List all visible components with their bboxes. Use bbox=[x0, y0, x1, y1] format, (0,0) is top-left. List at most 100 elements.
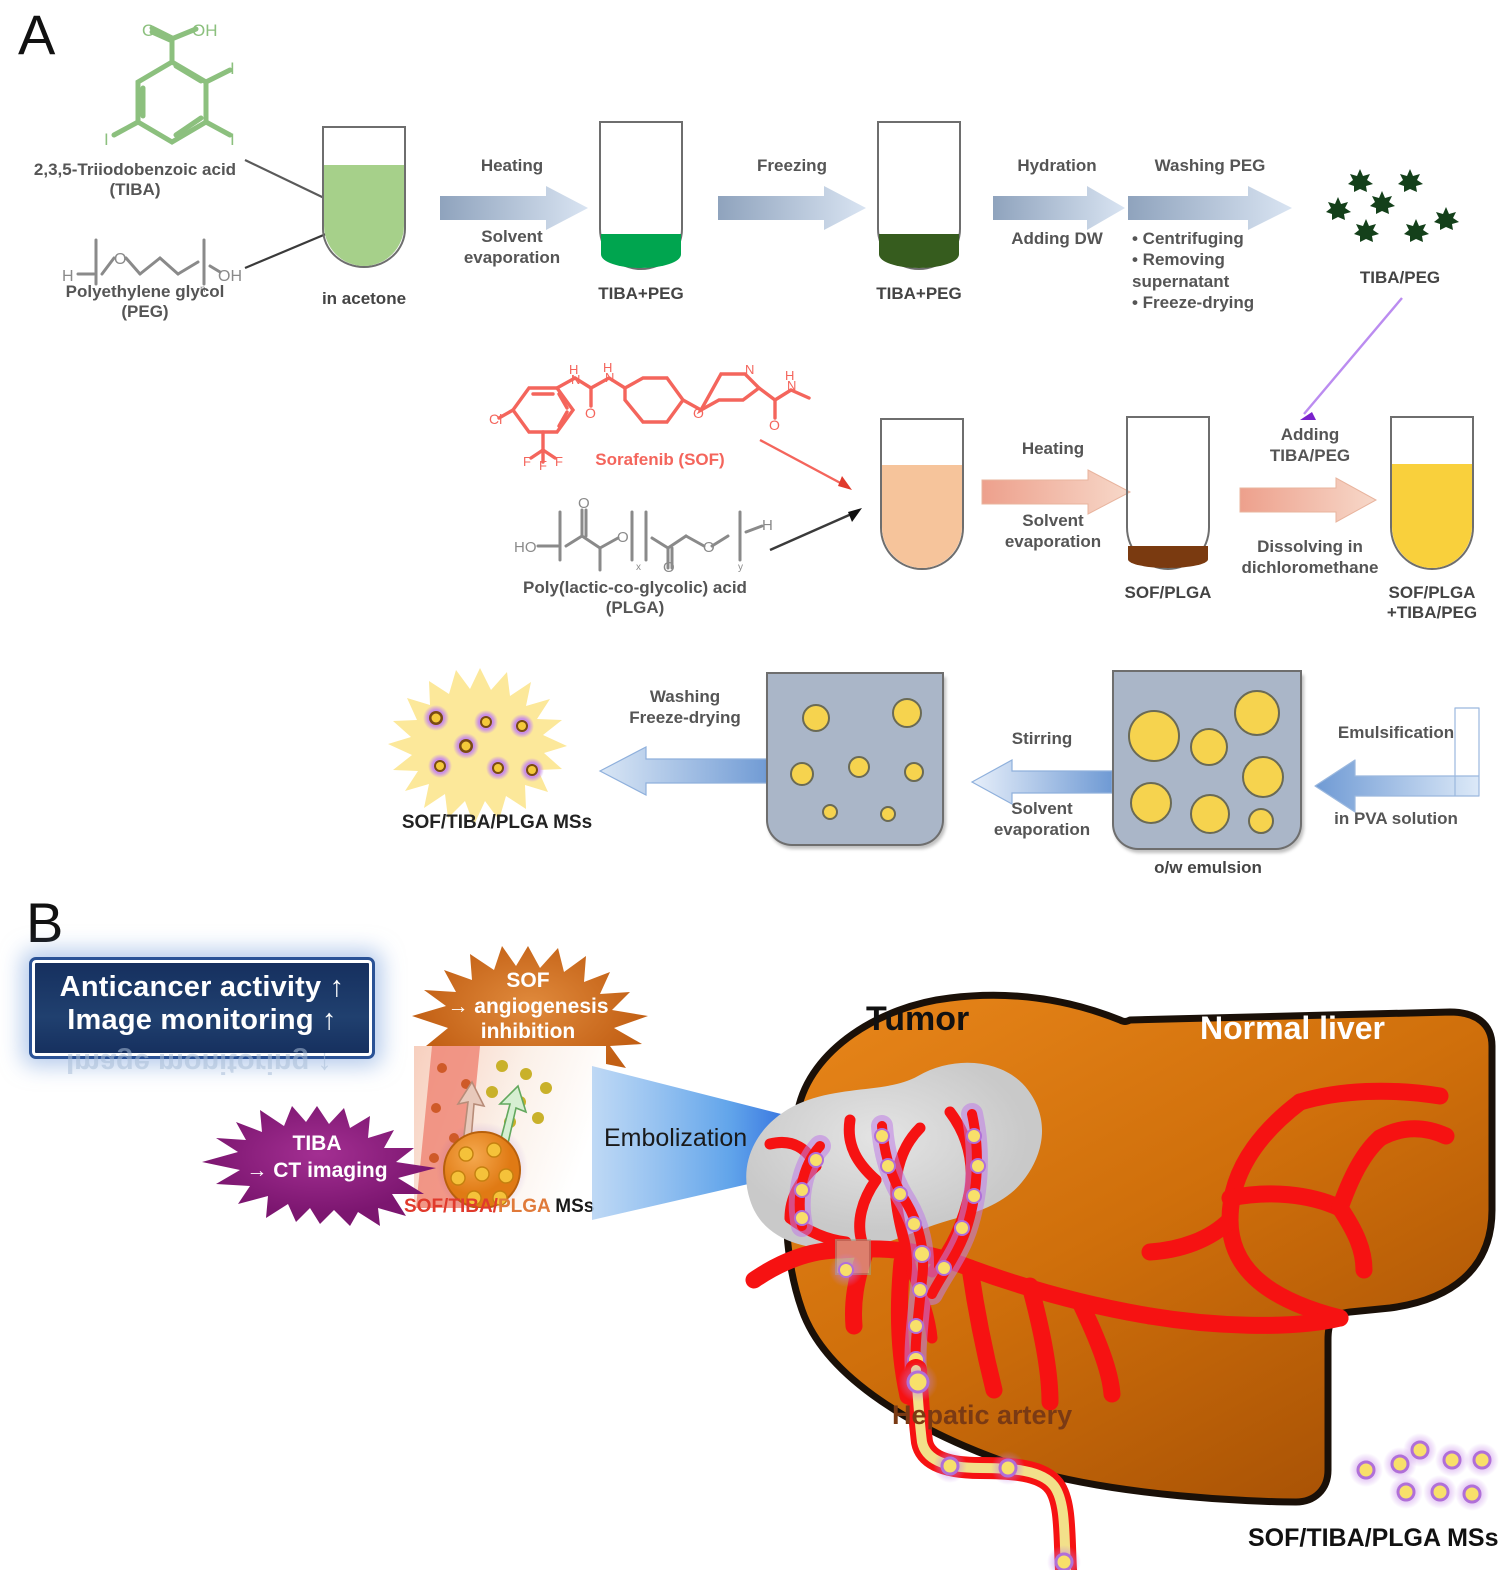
plga-structure: HO O O O O H x y bbox=[500, 492, 800, 576]
tube-glass bbox=[877, 121, 961, 270]
step-washing-freeze-drying: Washing Freeze-drying bbox=[600, 686, 770, 729]
droplet bbox=[904, 762, 924, 782]
label-l2: +TIBA/PEG bbox=[1386, 602, 1478, 622]
ms-inset-label-a: SOF/TIBA/ bbox=[404, 1196, 498, 1217]
step-heating-bottom-l1: Solvent bbox=[481, 227, 543, 246]
tube-tiba-peg-2 bbox=[877, 121, 961, 270]
step-washing-peg-top: Washing PEG bbox=[1154, 156, 1266, 175]
tube-fill bbox=[1392, 464, 1472, 568]
tiba-burst bbox=[192, 1100, 442, 1228]
step-heating2-top: Heating bbox=[1021, 439, 1085, 458]
svg-text:O: O bbox=[585, 405, 596, 421]
svg-text:y: y bbox=[738, 562, 743, 573]
bullet-removing: • Removing bbox=[1132, 250, 1225, 270]
peg-name-line1: Polyethylene glycol bbox=[65, 282, 225, 301]
plga-feed-arrow bbox=[769, 500, 880, 560]
arrow-heating bbox=[440, 186, 588, 238]
step-heating-bottom-l2: evaporation bbox=[463, 248, 561, 268]
tiba-name: 2,3,5-Triiodobenzoic acid (TIBA) bbox=[10, 160, 260, 201]
tube-acetone-label: in acetone bbox=[321, 289, 407, 308]
svg-text:O: O bbox=[578, 495, 590, 512]
bottom-ms-label: SOF/TIBA/PLGA MSs bbox=[1248, 1524, 1499, 1552]
svg-text:x: x bbox=[636, 562, 641, 573]
svg-text:O: O bbox=[663, 559, 675, 576]
tube-sof-plga-label: SOF/PLGA bbox=[1124, 583, 1212, 602]
svg-text:I: I bbox=[104, 130, 109, 149]
droplet bbox=[1234, 690, 1280, 736]
tube-fill bbox=[324, 165, 404, 266]
bullet-supernatant: supernatant bbox=[1132, 271, 1230, 291]
svg-text:F: F bbox=[523, 454, 531, 469]
label-l1: SOF/PLGA bbox=[1388, 583, 1476, 602]
svg-text:H: H bbox=[785, 368, 794, 383]
svg-text:HO: HO bbox=[514, 539, 537, 556]
adding-l2: TIBA/PEG bbox=[1269, 446, 1351, 466]
liver-anatomy bbox=[650, 950, 1504, 1570]
ow-emulsion-label: o/w emulsion bbox=[1154, 858, 1262, 877]
tube-acetone bbox=[322, 126, 406, 268]
svg-text:OH: OH bbox=[218, 268, 242, 285]
svg-text:F: F bbox=[539, 458, 547, 473]
plga-name-line1: Poly(lactic-co-glycolic) acid bbox=[523, 578, 747, 597]
normal-liver-label: Normal liver bbox=[1200, 1010, 1385, 1046]
free-microspheres-cluster bbox=[1348, 1430, 1504, 1520]
tube-rim bbox=[599, 121, 683, 123]
tube-rim bbox=[877, 121, 961, 123]
stir-l2: evaporation bbox=[993, 820, 1091, 840]
embolization-label: Embolization bbox=[604, 1124, 748, 1152]
plga-name: Poly(lactic-co-glycolic) acid (PLGA) bbox=[485, 578, 785, 619]
tiba-structure: O OH I I I bbox=[60, 21, 270, 160]
step-hydration-bottom: Adding DW bbox=[1011, 229, 1103, 248]
tiba-peg-particles bbox=[1320, 168, 1480, 263]
plga-name-line2: (PLGA) bbox=[605, 598, 665, 618]
wfd-l1: Washing bbox=[649, 687, 721, 706]
beaker-ow-emulsion bbox=[1112, 670, 1302, 850]
svg-text:N: N bbox=[571, 372, 580, 387]
tube-fill bbox=[1128, 546, 1208, 568]
svg-text:H: H bbox=[62, 268, 74, 285]
svg-text:I: I bbox=[230, 130, 235, 149]
ms-particles-cluster bbox=[414, 700, 554, 800]
svg-text:O: O bbox=[114, 251, 126, 268]
sorafenib-structure: H N H N O Cl F F F O N O H N bbox=[489, 358, 825, 473]
svg-text:N: N bbox=[745, 362, 754, 377]
step-emulsification-top: Emulsification bbox=[1337, 723, 1455, 742]
step-hydration-top: Hydration bbox=[1017, 156, 1097, 175]
sof-burst-l1: SOF bbox=[506, 969, 550, 992]
sof-burst-l3: inhibition bbox=[480, 1020, 576, 1044]
beaker-rim bbox=[766, 672, 944, 674]
step-heating2-bottom-l1: Solvent bbox=[1022, 511, 1084, 530]
svg-text:N: N bbox=[605, 370, 614, 385]
arrow-freezing bbox=[718, 186, 866, 238]
bullet-freeze-drying: • Freeze-drying bbox=[1132, 292, 1255, 312]
hepatic-artery-label: Hepatic artery bbox=[892, 1400, 1073, 1430]
svg-text:F: F bbox=[555, 454, 563, 469]
tumor-label: Tumor bbox=[866, 1000, 970, 1038]
tube-rim bbox=[1390, 416, 1474, 418]
step-adding-tiba-peg-top: Adding TIBA/PEG bbox=[1240, 424, 1380, 467]
peg-structure: H O OH n bbox=[52, 232, 252, 295]
beaker-rim bbox=[1112, 670, 1302, 672]
tube-rim bbox=[880, 418, 964, 420]
droplet bbox=[892, 698, 922, 728]
benefits-box: Anticancer activity ↑ Image monitoring ↑ bbox=[29, 957, 375, 1059]
tube-glass bbox=[1126, 416, 1210, 570]
tiba-burst-text: TIBA → CT imaging bbox=[210, 1130, 424, 1185]
sorafenib-name: Sorafenib (SOF) bbox=[595, 450, 725, 469]
tiba-burst-l1: TIBA bbox=[292, 1132, 342, 1155]
tiba-peg-transfer-arrow bbox=[1290, 292, 1410, 427]
step-heating2-bottom-l2: evaporation bbox=[1004, 532, 1102, 552]
dissolving-l1: Dissolving in bbox=[1257, 537, 1363, 556]
svg-text:N: N bbox=[787, 378, 796, 393]
tube-rim bbox=[1126, 416, 1210, 418]
bullet-centrifuging: • Centrifuging bbox=[1132, 229, 1244, 248]
sof-tiba-plga-ms-label: SOF/TIBA/PLGA MSs bbox=[401, 812, 593, 833]
tiba-burst-l2: → CT imaging bbox=[246, 1159, 388, 1183]
step-stirring-top: Stirring bbox=[1011, 729, 1073, 748]
droplet bbox=[1130, 782, 1172, 824]
tube-sof-plga-tiba-peg-label: SOF/PLGA +TIBA/PEG bbox=[1368, 583, 1496, 622]
tube-sof-plga-tiba-peg bbox=[1390, 416, 1474, 570]
arrow-heating2 bbox=[981, 469, 1132, 522]
droplet bbox=[790, 762, 814, 786]
tube-fill bbox=[882, 465, 962, 568]
